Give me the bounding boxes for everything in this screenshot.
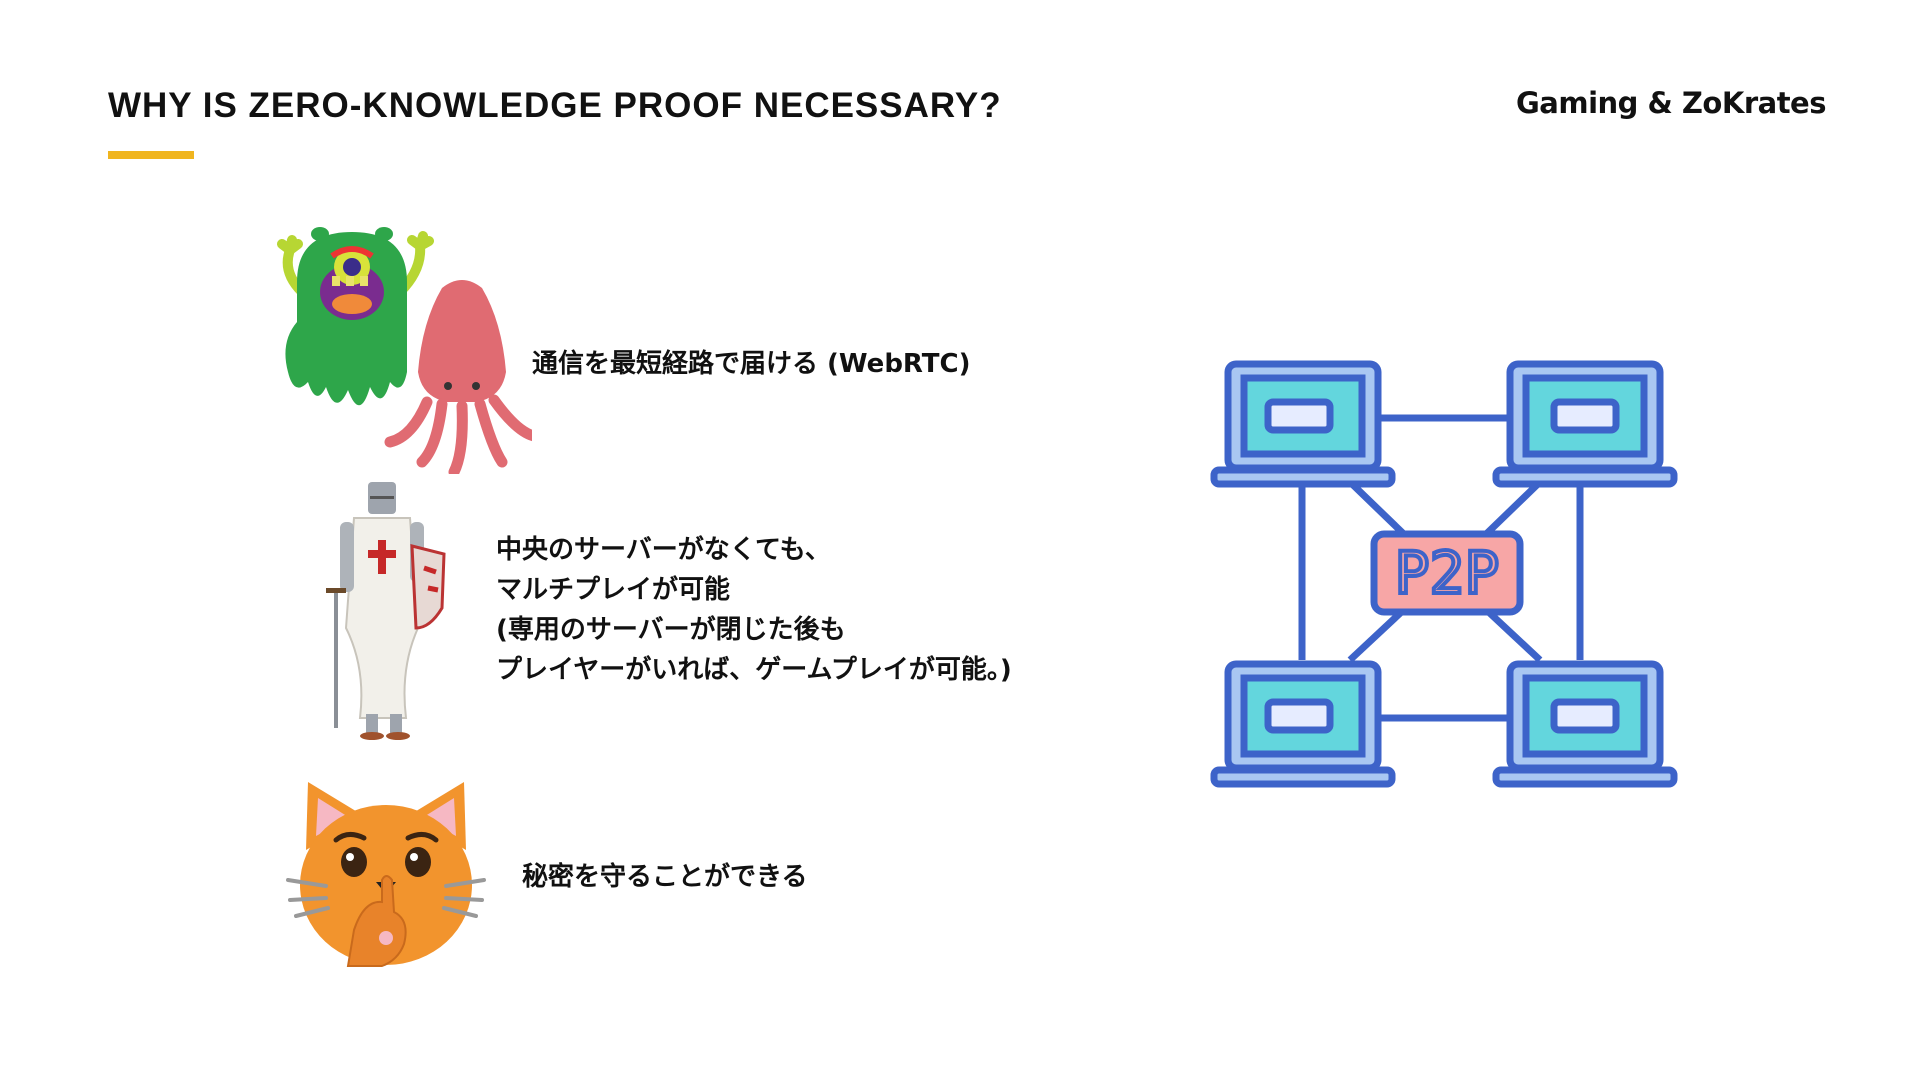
knight-icon (326, 482, 446, 740)
item-1-line-1: 通信を最短経路で届ける (WebRTC) (532, 349, 971, 379)
item-3-line-1: 秘密を守ることができる (522, 862, 808, 892)
page-title: WHY IS ZERO-KNOWLEDGE PROOF NECESSARY? (108, 86, 1002, 125)
item-2-line-2: マルチプレイが可能 (496, 575, 731, 605)
laptop-bottom-left (1210, 660, 1396, 788)
p2p-label-box (1370, 530, 1524, 616)
item-3-text: 秘密を守ることができる (522, 857, 807, 897)
monster-squid-icon (277, 227, 532, 474)
laptop-top-right (1492, 360, 1678, 488)
laptop-bottom-right (1492, 660, 1678, 788)
item-2-line-4: プレイヤーがいれば、ゲームプレイが可能。) (496, 655, 1012, 685)
item-2-text: 中央のサーバーがなくても、 マルチプレイが可能 (専用のサーバーが閉じた後も プ… (496, 530, 1012, 690)
shushing-cat-icon (286, 782, 486, 967)
title-underline (108, 151, 194, 159)
laptop-top-left (1210, 360, 1396, 488)
item-2-line-1: 中央のサーバーがなくても、 (496, 535, 831, 565)
brand-label: Gaming & ZoKrates (1515, 86, 1827, 120)
item-2-line-3: (専用のサーバーが閉じた後も (496, 615, 846, 645)
item-1-text: 通信を最短経路で届ける (WebRTC) (532, 344, 970, 384)
p2p-network-icon: P2P (1210, 360, 1678, 788)
p2p-label: P2P (1395, 539, 1500, 607)
